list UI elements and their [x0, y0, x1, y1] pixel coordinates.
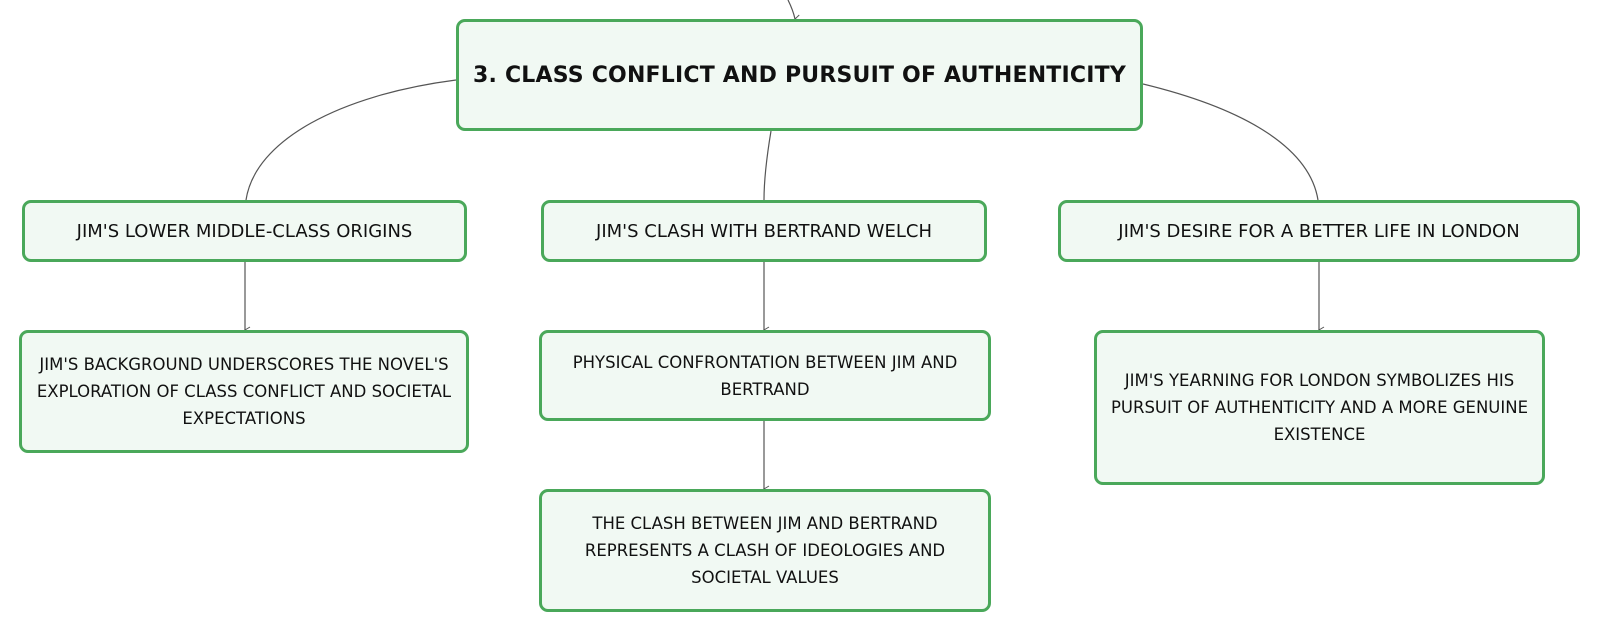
branch-node-better-life-in-london[interactable]: JIM'S DESIRE FOR A BETTER LIFE IN LONDON: [1058, 200, 1580, 262]
branch-node-clash-with-bertrand[interactable]: JIM'S CLASH WITH BERTRAND WELCH: [541, 200, 987, 262]
connector-root-to-branch-3: [1142, 83, 1319, 201]
branch-node-lower-middle-class-origins[interactable]: JIM'S LOWER MIDDLE-CLASS ORIGINS: [22, 200, 467, 262]
connector-root-to-branch-2: [763, 130, 772, 201]
connector-root-to-branch-1: [245, 79, 457, 201]
leaf-label: PHYSICAL CONFRONTATION BETWEEN JIM AND B…: [572, 352, 958, 399]
leaf-node-yearning-for-london[interactable]: JIM'S YEARNING FOR LONDON SYMBOLIZES HIS…: [1094, 330, 1545, 485]
leaf-node-physical-confrontation[interactable]: PHYSICAL CONFRONTATION BETWEEN JIM AND B…: [539, 330, 991, 421]
branch-label: JIM'S LOWER MIDDLE-CLASS ORIGINS: [76, 220, 413, 242]
leaf-label: JIM'S BACKGROUND UNDERSCORES THE NOVEL'S…: [36, 355, 452, 428]
leaf-node-background-class-conflict[interactable]: JIM'S BACKGROUND UNDERSCORES THE NOVEL'S…: [19, 330, 469, 453]
leaf-label: THE CLASH BETWEEN JIM AND BERTRAND REPRE…: [584, 514, 946, 587]
connector-parent-to-root: [787, 0, 801, 22]
leaf-label: JIM'S YEARNING FOR LONDON SYMBOLIZES HIS…: [1110, 371, 1529, 444]
branch-label: JIM'S DESIRE FOR A BETTER LIFE IN LONDON: [1118, 220, 1520, 242]
root-topic-node[interactable]: 3. CLASS CONFLICT AND PURSUIT OF AUTHENT…: [456, 19, 1143, 131]
root-topic-label: 3. CLASS CONFLICT AND PURSUIT OF AUTHENT…: [473, 62, 1126, 88]
leaf-node-clash-of-ideologies[interactable]: THE CLASH BETWEEN JIM AND BERTRAND REPRE…: [539, 489, 991, 612]
branch-label: JIM'S CLASH WITH BERTRAND WELCH: [596, 220, 932, 242]
